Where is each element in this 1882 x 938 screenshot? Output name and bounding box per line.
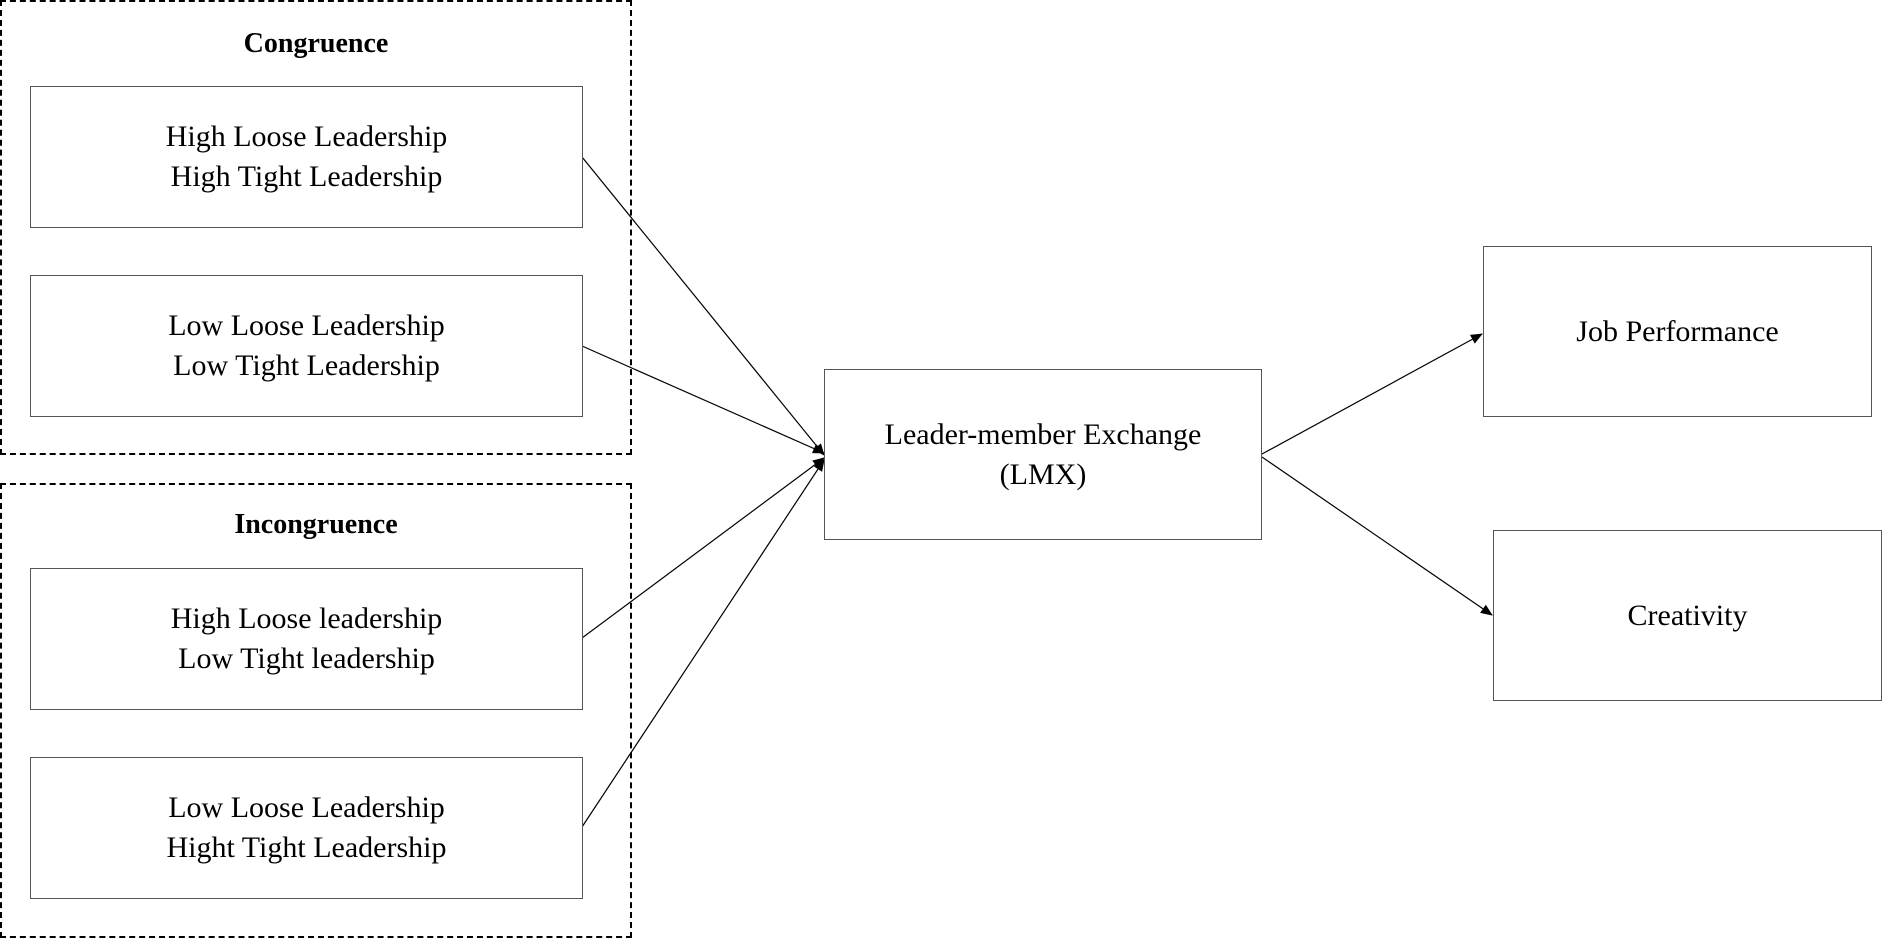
box-low-loose-low-tight: Low Loose Leadership Low Tight Leadershi…	[30, 275, 583, 417]
box-high-loose-low-tight: High Loose leadership Low Tight leadersh…	[30, 568, 583, 710]
job-performance-label: Job Performance	[1576, 314, 1779, 348]
lmx-box: Leader-member Exchange (LMX)	[824, 369, 1262, 540]
box-low-loose-high-tight: Low Loose Leadership Hight Tight Leaders…	[30, 757, 583, 899]
box-low-loose-low-tight-line1: Low Loose Leadership	[168, 309, 445, 342]
box-high-loose-low-tight-line1: High Loose leadership	[170, 602, 443, 635]
creativity-box: Creativity	[1493, 530, 1882, 701]
lmx-line1: Leader-member Exchange	[884, 417, 1202, 451]
box-high-loose-high-tight: High Loose Leadership High Tight Leaders…	[30, 86, 583, 228]
box-low-loose-high-tight-line2: Hight Tight Leadership	[166, 831, 447, 864]
box-high-loose-low-tight-line2: Low Tight leadership	[178, 642, 435, 675]
box-high-loose-high-tight-line2: High Tight Leadership	[170, 160, 443, 193]
box-low-loose-low-tight-line2: Low Tight Leadership	[173, 349, 440, 382]
box-high-loose-high-tight-line1: High Loose Leadership	[165, 120, 448, 153]
lmx-line2: (LMX)	[999, 457, 1087, 491]
job-performance-box: Job Performance	[1483, 246, 1872, 417]
box-low-loose-high-tight-line1: Low Loose Leadership	[168, 791, 445, 824]
arrow-lmx-to-job-performance	[1261, 333, 1483, 455]
incongruence-title: Incongruence	[234, 509, 398, 540]
creativity-label: Creativity	[1627, 598, 1748, 632]
congruence-title: Congruence	[243, 28, 389, 59]
arrow-lmx-to-creativity	[1261, 456, 1493, 616]
